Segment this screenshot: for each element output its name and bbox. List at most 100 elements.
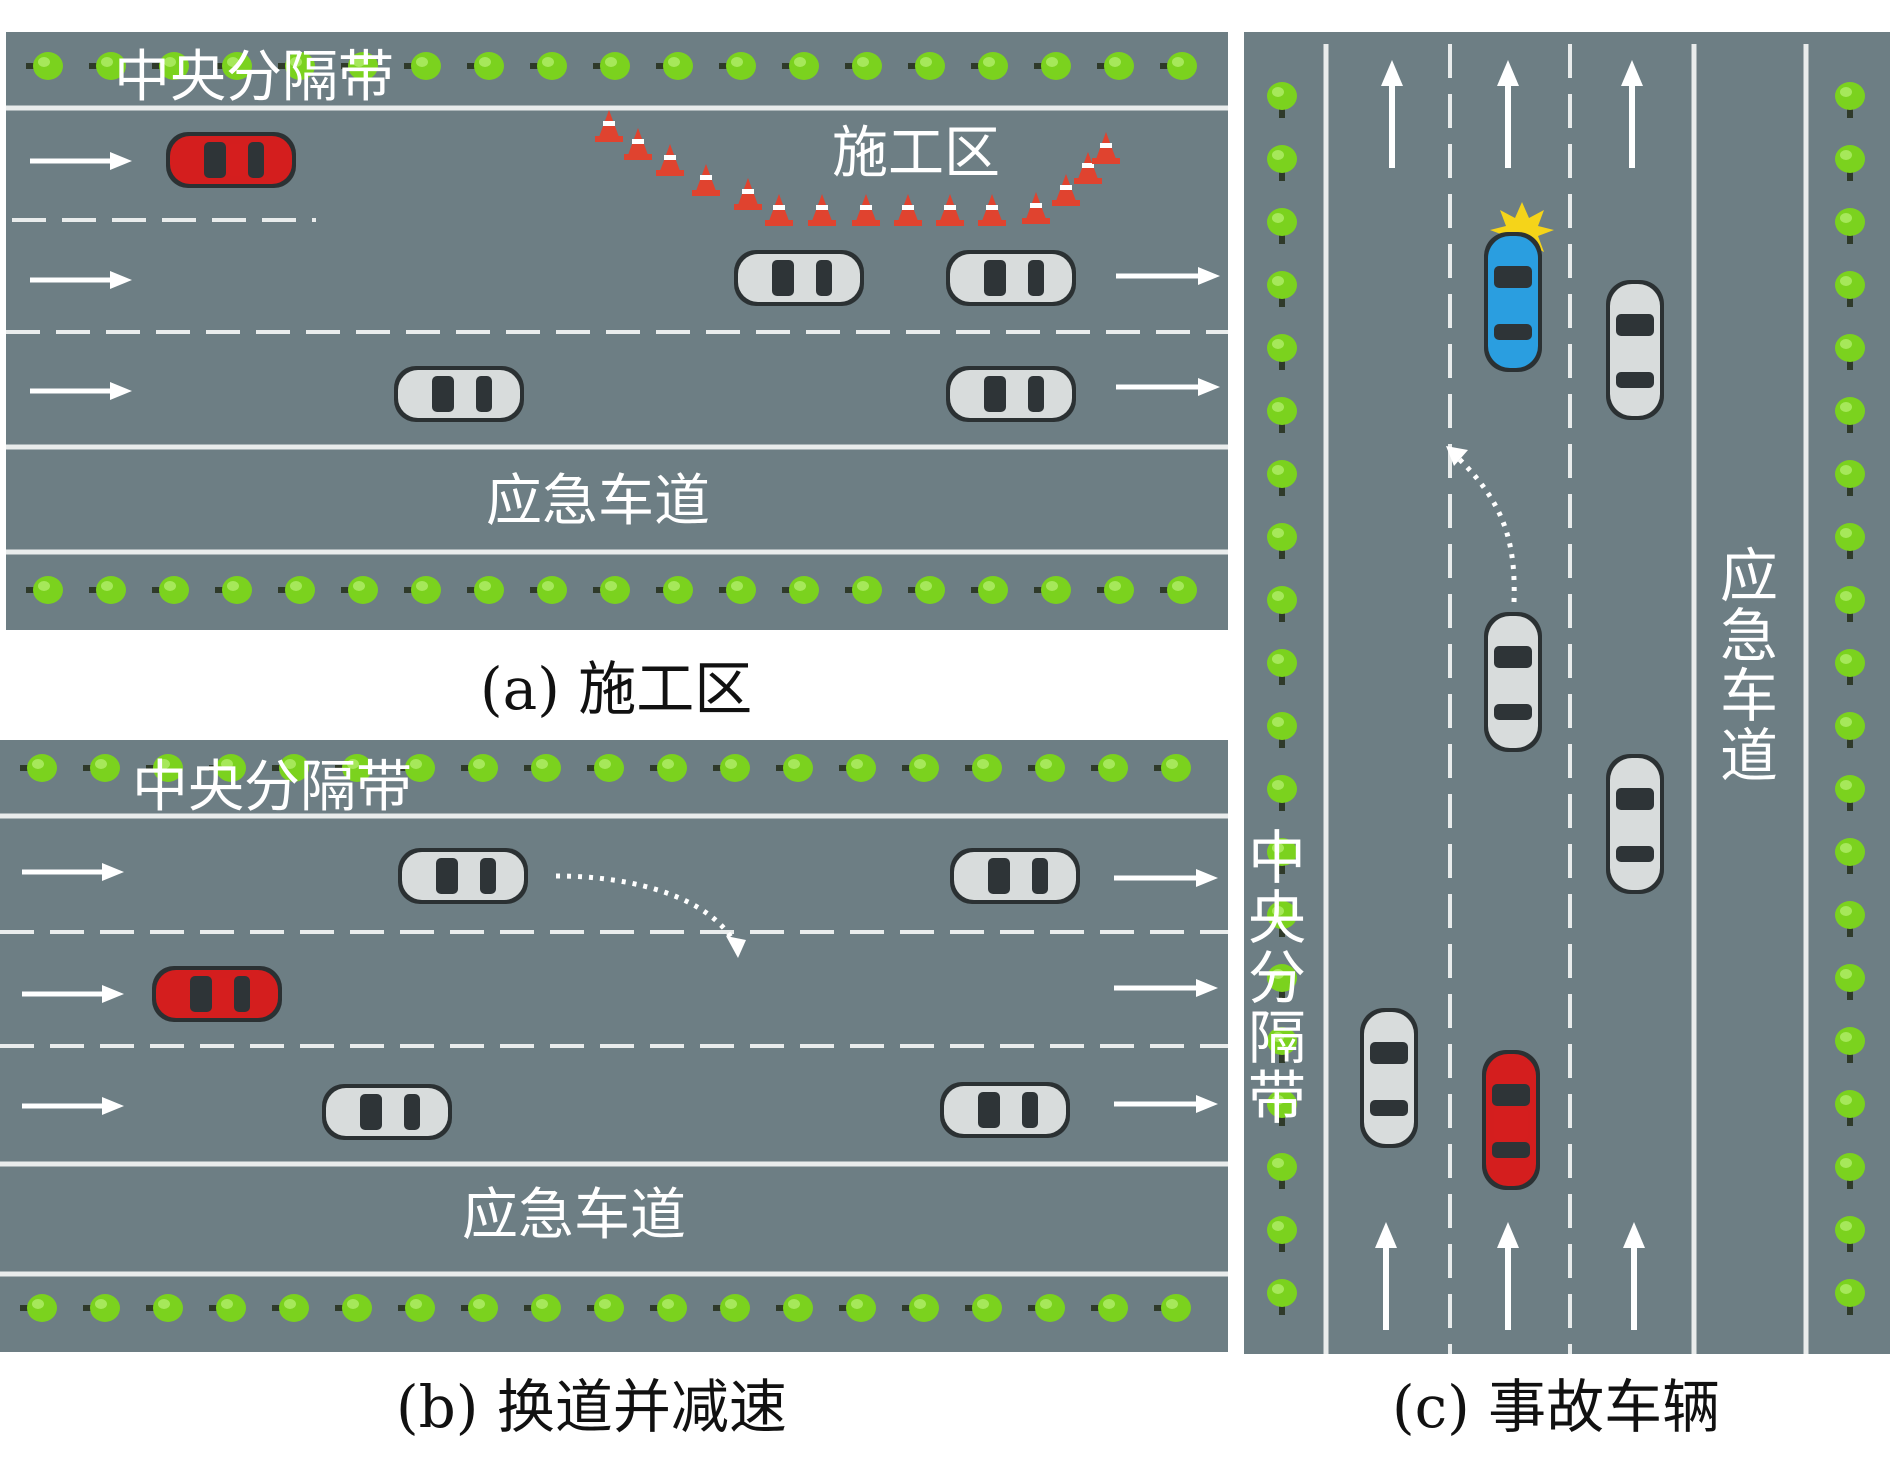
tree-icon [341,52,378,80]
tree-icon [902,1294,939,1322]
tree-icon [20,754,57,782]
tree-icon [1267,838,1297,874]
svg-text:带: 带 [1248,1064,1306,1132]
tree-icon [587,1294,624,1322]
tree-icon [1267,1216,1297,1252]
lane-arrow-icon [1497,1222,1519,1330]
tree-icon [1091,754,1128,782]
lane-change-arrowhead [1446,446,1468,466]
traffic-cone-icon [595,110,623,142]
tree-icon [713,1294,750,1322]
tree-icon [971,52,1008,80]
tree-icon [398,754,435,782]
lane-arrow-icon [1497,60,1519,168]
tree-icon [335,1294,372,1322]
tree-icon [467,52,504,80]
svg-text:隔: 隔 [1248,1004,1306,1072]
tree-icon [1267,586,1297,622]
tree-icon [1267,523,1297,559]
traffic-cone-icon [1074,152,1102,184]
svg-text:道: 道 [1720,722,1778,790]
tree-icon [89,576,126,604]
car-icon [946,366,1076,422]
tree-icon [1154,1294,1191,1322]
median-label: 中 央 分 隔 带 [1248,824,1306,1132]
tree-icon [1097,52,1134,80]
tree-icon [971,576,1008,604]
tree-icon [1267,82,1297,118]
tree-icon [1835,1216,1865,1252]
tree-icon [1835,271,1865,307]
lane-arrow-icon [22,985,124,1003]
tree-icon [1028,754,1065,782]
traffic-cone-icon [624,128,652,160]
svg-text:央: 央 [1248,884,1306,952]
tree-icon [1267,208,1297,244]
roadside-tree-row [20,1294,1191,1322]
tree-icon [209,754,246,782]
tree-icon [1267,901,1297,937]
tree-icon [1034,52,1071,80]
traffic-cone-icon [656,144,684,176]
tree-icon [1835,145,1865,181]
tree-icon [845,576,882,604]
tree-icon [83,754,120,782]
emergency-lane-label: 应急车道 [486,469,710,534]
traffic-cone-icon [1022,192,1050,224]
tree-icon [89,52,126,80]
panel-b-road: 中央分隔带 应急车道 [0,740,1228,1352]
tree-icon [1034,576,1071,604]
tree-icon [776,1294,813,1322]
svg-text:中: 中 [1248,824,1306,892]
car-icon [1606,754,1664,894]
panel-b-caption: (b) 换道并减速 [396,1373,787,1441]
lane-arrow-icon [1114,869,1218,887]
tree-icon [1835,586,1865,622]
tree-icon [1267,775,1297,811]
tree-icon [1835,1027,1865,1063]
svg-text:应: 应 [1720,542,1778,610]
tree-icon [272,754,309,782]
tree-icon [776,754,813,782]
tree-icon [1267,145,1297,181]
tree-icon [530,52,567,80]
emergency-lane-label: 应 急 车 道 [1720,542,1778,790]
ego-car [1482,1050,1540,1190]
tree-icon [404,52,441,80]
svg-text:车: 车 [1720,662,1778,730]
tree-icon [1835,523,1865,559]
tree-icon [146,1294,183,1322]
tree-icon [461,1294,498,1322]
car-icon [734,250,864,306]
tree-icon [278,52,315,80]
panel-a-road: 中央分隔带 施工区 应急车道 [6,32,1228,630]
tree-icon [965,1294,1002,1322]
tree-icon [1267,712,1297,748]
lane-change-path-icon [555,873,737,944]
tree-icon [656,576,693,604]
tree-icon [152,576,189,604]
tree-icon [215,576,252,604]
tree-icon [839,1294,876,1322]
tree-icon [1267,649,1297,685]
tree-icon [152,52,189,80]
tree-icon [719,576,756,604]
tree-icon [1160,576,1197,604]
traffic-cone-icon [1052,174,1080,206]
accident-car [1484,232,1542,372]
tree-icon [845,52,882,80]
lane-arrow-icon [30,271,132,289]
tree-icon [1835,649,1865,685]
tree-icon [1097,576,1134,604]
car-icon [1360,1008,1418,1148]
tree-icon [1835,397,1865,433]
tree-icon [272,1294,309,1322]
tree-icon [719,52,756,80]
tree-icon [1835,775,1865,811]
traffic-cone-icon [852,194,880,226]
car-icon [950,848,1080,904]
ego-car [152,966,282,1022]
traffic-cone-icon [936,194,964,226]
tree-icon [1267,1279,1297,1315]
roadside-tree-row [26,576,1197,604]
